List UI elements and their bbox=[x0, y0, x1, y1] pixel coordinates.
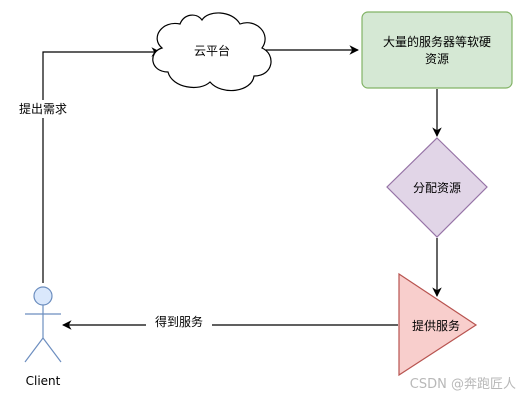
servers-label-line1: 大量的服务器等软硬 bbox=[383, 34, 491, 49]
client-label: Client bbox=[26, 374, 61, 388]
cloud-label: 云平台 bbox=[194, 43, 230, 58]
servers-label-line2: 资源 bbox=[425, 52, 449, 66]
edge-get-service-label: 得到服务 bbox=[155, 314, 203, 329]
node-client: Client bbox=[24, 286, 62, 388]
edge-request bbox=[42, 47, 161, 283]
actor-icon bbox=[24, 286, 62, 363]
edge-request-label-bg bbox=[12, 100, 74, 118]
provide-triangle bbox=[398, 272, 478, 377]
allocate-diamond bbox=[386, 137, 488, 238]
node-allocate: 分配资源 bbox=[386, 137, 488, 238]
provide-label: 提供服务 bbox=[412, 318, 460, 333]
node-provide: 提供服务 bbox=[398, 272, 478, 377]
watermark-text: CSDN @奔跑匠人 bbox=[410, 377, 516, 392]
edge-get-service-label-bg bbox=[146, 313, 212, 331]
cloud-shape bbox=[152, 12, 272, 92]
allocate-label: 分配资源 bbox=[413, 181, 461, 195]
servers-box bbox=[361, 11, 513, 89]
node-cloud: 云平台 bbox=[152, 12, 272, 92]
edge-request-label: 提出需求 bbox=[19, 101, 67, 116]
node-servers: 大量的服务器等软硬 资源 bbox=[361, 11, 513, 89]
